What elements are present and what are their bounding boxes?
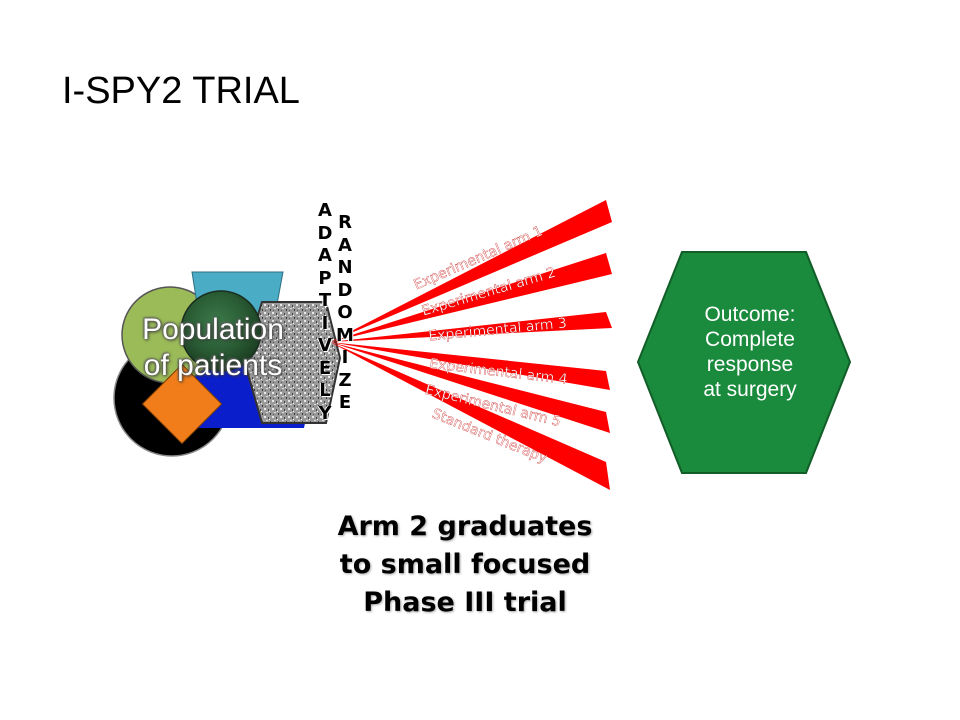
arm-ray [330,312,612,342]
arm-ray [330,342,610,490]
population-label: Population of patients [108,312,318,384]
adaptively-letter: V [318,335,332,356]
outcome-hexagon [636,251,852,474]
randomize-letter: O [337,302,353,323]
population-line-1: Population [142,313,284,346]
orange-diamond-shape [141,363,223,445]
adaptively-letter: D [317,222,333,244]
randomize-letter: R [338,212,352,233]
adaptively-letter: I [321,312,329,334]
adaptively-letter: L [319,380,331,401]
slide-title: I-SPY2 TRIAL [62,70,300,112]
randomize-letter: M [336,324,354,346]
randomize-letter: A [338,234,352,256]
adaptively-letter: P [318,267,332,289]
arm-ray [330,253,612,342]
outcome-line-1: Outcome: [704,303,796,326]
note-line-1: Arm 2 graduates [337,511,593,542]
outcome-line-2: Complete [705,328,795,351]
randomize-letter: N [337,257,353,278]
arm-ray [330,342,610,390]
randomize-letter: D [337,279,353,301]
outcome-label: Outcome: Complete response at surgery [670,302,830,402]
outcome-line-4: at surgery [703,378,797,401]
graduation-note: Arm 2 graduates to small focused Phase I… [300,508,630,622]
note-line-3: Phase III trial [363,587,567,618]
arm-ray [330,342,610,433]
adaptively-letter: Y [318,402,332,424]
arm-ray [330,200,612,342]
population-line-2: of patients [143,349,283,382]
randomize-letter: E [338,392,352,413]
adaptively-letter: T [318,290,332,311]
note-line-2: to small focused [339,549,591,580]
adaptively-letter: A [318,245,332,266]
randomize-letter: Z [338,369,352,391]
randomize-letter: I [341,347,349,368]
adaptively-letter: E [318,357,332,379]
adaptively-letter: A [318,200,332,221]
population-shapes [113,271,342,457]
green-marble-circle-shape [180,290,262,372]
experimental-arm-label: Experimental arm 3 [428,315,568,344]
outcome-line-3: response [706,353,794,376]
